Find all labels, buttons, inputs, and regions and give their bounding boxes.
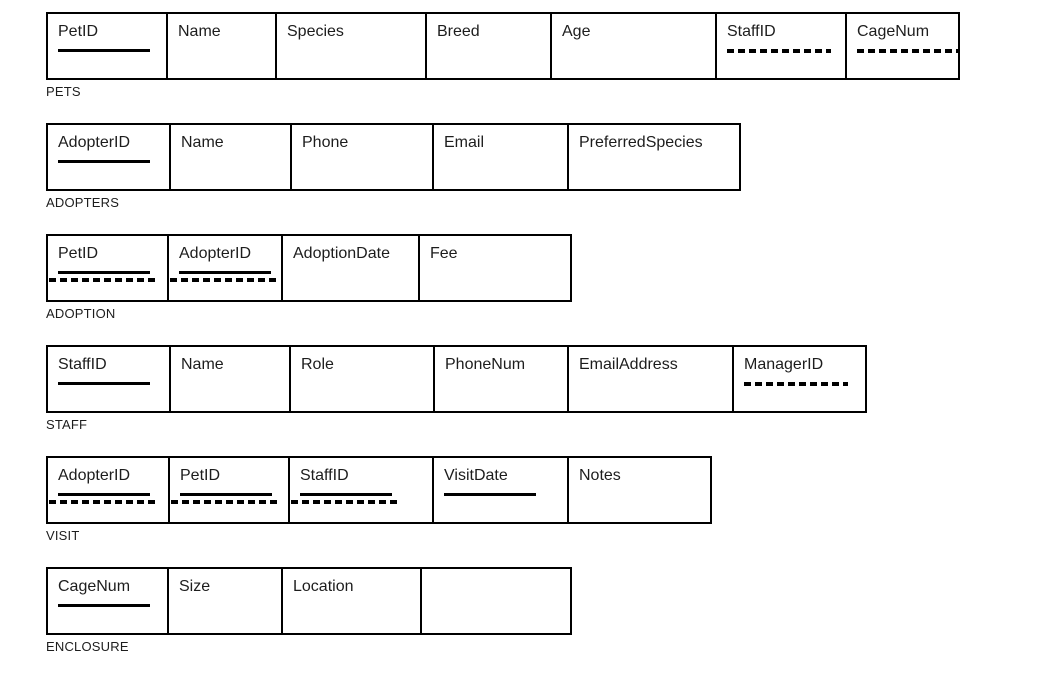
column-label: AdoptionDate <box>293 245 390 262</box>
primary-key-underline <box>58 160 150 163</box>
table-name-adopters: ADOPTERS <box>46 195 120 210</box>
column-cell-notes: Notes <box>569 458 710 522</box>
primary-key-underline <box>58 604 150 607</box>
primary-key-underline <box>179 271 271 274</box>
column-cell-visitdate: VisitDate <box>434 458 569 522</box>
column-cell-staffid: StaffID <box>48 347 171 411</box>
table-name-staff: STAFF <box>46 417 88 432</box>
column-cell-breed: Breed <box>427 14 552 78</box>
column-label: Email <box>444 134 485 151</box>
schema-section-staff: StaffID Name Role PhoneNum EmailAddress Manag… <box>46 345 1062 432</box>
column-cell-adoptiondate: AdoptionDate <box>283 236 420 300</box>
primary-key-underline <box>58 271 150 274</box>
table-name-enclosure: ENCLOSURE <box>46 639 129 654</box>
column-label: Breed <box>437 23 480 40</box>
column-label: PetID <box>180 467 221 484</box>
column-label: StaffID <box>727 23 776 40</box>
primary-key-underline <box>444 493 536 496</box>
foreign-key-underline <box>857 49 958 53</box>
column-label: AdopterID <box>58 134 131 151</box>
column-cell-phone: Phone <box>292 125 434 189</box>
column-cell-empty <box>422 569 570 633</box>
relation-table-adopters: AdopterID Name Phone Email PreferredSpecies <box>46 123 741 191</box>
column-cell-size: Size <box>169 569 283 633</box>
relation-table-adoption: PetID AdopterID AdoptionDate Fee <box>46 234 572 302</box>
column-cell-adopterid: AdopterID <box>48 125 171 189</box>
column-cell-species: Species <box>277 14 427 78</box>
foreign-key-underline <box>171 500 281 504</box>
column-label: Name <box>178 23 221 40</box>
column-cell-name: Name <box>171 125 292 189</box>
column-label: PreferredSpecies <box>579 134 703 151</box>
column-label: Size <box>179 578 211 595</box>
column-label: StaffID <box>300 467 349 484</box>
column-label: ManagerID <box>744 356 824 373</box>
column-label: PhoneNum <box>445 356 526 373</box>
foreign-key-underline <box>49 278 159 282</box>
foreign-key-underline <box>49 500 159 504</box>
column-label: Fee <box>430 245 458 262</box>
column-cell-location: Location <box>283 569 422 633</box>
column-label: StaffID <box>58 356 107 373</box>
column-label: CageNum <box>857 23 930 40</box>
column-label: Role <box>301 356 334 373</box>
column-label: Name <box>181 134 224 151</box>
column-label: PetID <box>58 23 99 40</box>
relation-table-pets: PetID Name Species Breed Age StaffID CageNum <box>46 12 960 80</box>
column-cell-petid: PetID <box>48 14 168 78</box>
column-cell-staffid: StaffID <box>717 14 847 78</box>
column-cell-petid: PetID <box>170 458 290 522</box>
column-label: Location <box>293 578 354 595</box>
foreign-key-underline <box>291 500 401 504</box>
column-label: Age <box>562 23 591 40</box>
primary-key-underline <box>300 493 392 496</box>
column-cell-managerid: ManagerID <box>734 347 865 411</box>
column-label: VisitDate <box>444 467 508 484</box>
primary-key-underline <box>58 49 150 52</box>
column-cell-age: Age <box>552 14 717 78</box>
column-label: Species <box>287 23 344 40</box>
foreign-key-underline <box>727 49 831 53</box>
primary-key-underline <box>58 382 150 385</box>
column-cell-role: Role <box>291 347 435 411</box>
primary-key-underline <box>180 493 272 496</box>
column-cell-staffid: StaffID <box>290 458 434 522</box>
column-cell-email: Email <box>434 125 569 189</box>
column-cell-name: Name <box>168 14 277 78</box>
column-label: CageNum <box>58 578 131 595</box>
column-label: AdopterID <box>58 467 131 484</box>
column-cell-petid: PetID <box>48 236 169 300</box>
primary-key-underline <box>58 493 150 496</box>
column-cell-emailaddress: EmailAddress <box>569 347 734 411</box>
column-cell-preferredspecies: PreferredSpecies <box>569 125 739 189</box>
column-label: PetID <box>58 245 99 262</box>
table-name-pets: PETS <box>46 84 81 99</box>
column-cell-adopterid: AdopterID <box>169 236 283 300</box>
column-label: Name <box>181 356 224 373</box>
column-label: Notes <box>579 467 621 484</box>
column-cell-phonenum: PhoneNum <box>435 347 569 411</box>
column-cell-adopterid: AdopterID <box>48 458 170 522</box>
relation-table-visit: AdopterID PetID StaffID VisitDate Notes <box>46 456 712 524</box>
relation-table-staff: StaffID Name Role PhoneNum EmailAddress Manag… <box>46 345 867 413</box>
column-cell-cagenum: CageNum <box>48 569 169 633</box>
column-label: Phone <box>302 134 349 151</box>
column-label: EmailAddress <box>579 356 678 373</box>
foreign-key-underline <box>744 382 848 386</box>
foreign-key-underline <box>170 278 280 282</box>
table-name-adoption: ADOPTION <box>46 306 116 321</box>
column-cell-cagenum: CageNum <box>847 14 958 78</box>
table-name-visit: VISIT <box>46 528 80 543</box>
column-cell-fee: Fee <box>420 236 570 300</box>
relation-table-enclosure: CageNum Size Location <box>46 567 572 635</box>
column-cell-name: Name <box>171 347 291 411</box>
column-label: AdopterID <box>179 245 252 262</box>
